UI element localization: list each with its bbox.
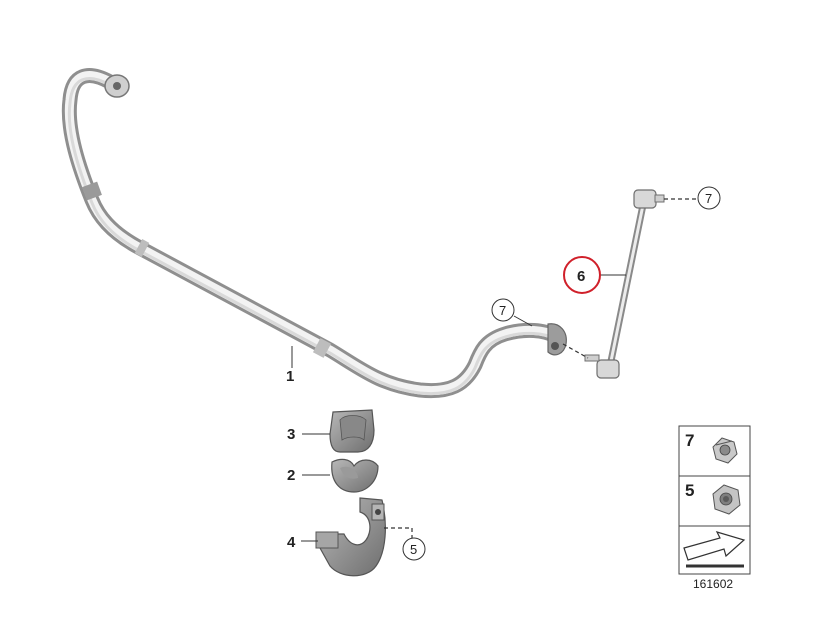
callout-bushing-lower: 2 [287, 467, 295, 484]
ref-circle-bracket [402, 537, 426, 561]
self-locking-nut-icon [712, 437, 738, 464]
ref-circle-link-top [697, 186, 721, 210]
diagram-number: 161602 [693, 577, 733, 591]
rubber-mount-upper [329, 409, 375, 453]
legend-number-row2: 5 [685, 481, 694, 500]
callout-bushing-upper: 3 [287, 426, 295, 443]
callout-link: 6 [577, 268, 585, 285]
hex-collar-nut-icon [712, 484, 741, 515]
leader-bar-end-ref [513, 315, 533, 327]
stabilizer-bar [61, 68, 567, 399]
arrow-icon [683, 531, 746, 568]
ref-bracket: 5 [410, 542, 417, 557]
ref-circle-bar-end [491, 298, 515, 322]
assembly-line-link-bottom [562, 343, 589, 359]
callout-bar: 1 [286, 368, 294, 385]
ref-link-top: 7 [705, 191, 712, 206]
stabilizer-bracket [315, 497, 386, 577]
highlight-circle [563, 256, 601, 294]
callout-bracket: 4 [287, 534, 296, 551]
rubber-mount-lower [331, 458, 379, 493]
legend-number-row1: 7 [685, 431, 694, 450]
ref-bar-end: 7 [499, 303, 506, 318]
legend-panel: 7 5 [678, 425, 751, 575]
